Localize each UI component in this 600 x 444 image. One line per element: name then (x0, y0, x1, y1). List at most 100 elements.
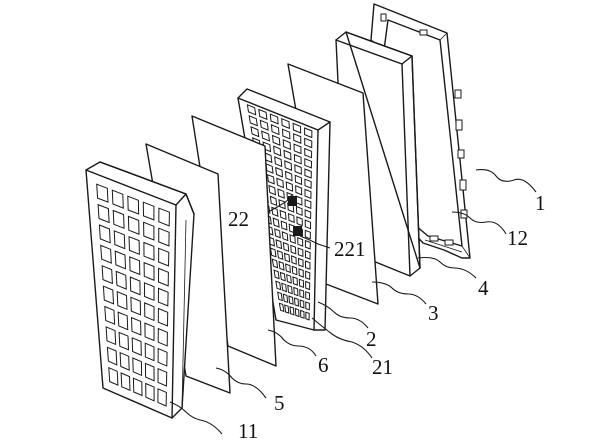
plate-grid-cell (246, 104, 257, 116)
plate-grid-cell (284, 160, 293, 171)
plate-grid-cell (305, 291, 311, 301)
plate-grid-cell (288, 295, 294, 305)
plate-grid-cell (292, 122, 302, 134)
plate-grid-cell (293, 297, 300, 307)
plate-grid-cell (304, 127, 313, 139)
front-grid-cell (131, 337, 142, 356)
plate-grid-cell (290, 255, 297, 265)
plate-grid-cell (282, 293, 289, 304)
label-3: 3 (428, 301, 439, 325)
plate-grid-cell (269, 113, 279, 125)
front-grid-cell (120, 372, 131, 392)
front-grid-cell (96, 183, 109, 203)
plate-grid-cell (285, 181, 294, 192)
front-grid-cell (144, 362, 155, 382)
front-grid-cell (157, 287, 169, 307)
label-6: 6 (318, 353, 329, 377)
front-grid-cell (132, 377, 143, 397)
front-grid-cell (142, 201, 155, 221)
label-5: 5 (274, 391, 285, 415)
front-grid-cell (100, 244, 112, 264)
front-grid-cell (114, 250, 127, 270)
plate-grid-cell (278, 302, 285, 313)
plate-grid-cell (281, 128, 291, 140)
plate-grid-cell (281, 231, 289, 242)
plate-grid-cell (287, 212, 295, 224)
plate-grid-cell (294, 174, 303, 186)
plate-grid-cell (292, 276, 298, 286)
front-grid-cell (117, 311, 129, 331)
plate-grid-cell (304, 250, 311, 260)
front-grid-cell (130, 296, 142, 316)
front-grid-cell (108, 366, 119, 386)
plate-grid-cell (261, 130, 270, 142)
plate-grid-cell (269, 247, 277, 258)
front-grid-cell (157, 307, 169, 327)
plate-grid-cell (279, 271, 286, 282)
plate-grid-cell (300, 309, 305, 319)
plate-grid-cell (293, 153, 302, 165)
plate-grid-cell (305, 280, 311, 291)
plate-grid-cell (305, 311, 310, 321)
plate-grid-cell (295, 184, 303, 196)
plate-grid-cell (304, 229, 311, 240)
plate-grid-cell (293, 286, 299, 297)
plate-grid-cell (304, 209, 312, 220)
plate-grid-cell (282, 241, 290, 252)
label-1: 1 (535, 191, 546, 215)
front-grid-cell (105, 326, 117, 346)
plate-grid-cell (271, 258, 279, 269)
front-grid-cell (144, 322, 155, 342)
plate-grid-cell (280, 220, 288, 231)
plate-grid-cell (275, 280, 282, 291)
plate-grid-cell (278, 260, 285, 271)
plate-grid-cell (304, 147, 313, 159)
plate-grid-cell (277, 291, 283, 302)
front-grid-cell (116, 290, 128, 311)
label-21: 21 (372, 355, 393, 379)
plate-grid-cell (284, 304, 290, 314)
plate-grid-cell (276, 249, 284, 261)
plate-grid-cell (270, 124, 280, 136)
plate-grid-cell (274, 228, 281, 239)
label-22: 22 (228, 207, 249, 231)
plate-grid-cell (271, 134, 281, 146)
plate-grid-cell (299, 288, 305, 299)
label-4: 4 (478, 276, 489, 300)
front-grid-cell (157, 327, 168, 347)
plate-grid-cell (289, 234, 296, 245)
plate-grid-cell (296, 216, 303, 227)
front-grid-cell (144, 342, 155, 362)
plate-grid-cell (304, 157, 313, 169)
plate-grid-cell (287, 284, 293, 295)
plate-grid-cell (304, 188, 312, 200)
front-grid-cell (158, 227, 170, 247)
plate-grid-cell (299, 299, 305, 309)
front-grid-cell (157, 347, 168, 367)
plate-grid-cell (282, 139, 291, 151)
plate-grid-cell (304, 137, 313, 149)
plate-grid-cell (273, 269, 280, 280)
plate-grid-cell (283, 149, 292, 161)
front-grid-cell (157, 388, 167, 407)
plate-grid-cell (304, 239, 311, 250)
plate-grid-cell (295, 205, 303, 217)
front-grid-cell (130, 316, 142, 336)
front-grid-cell (157, 367, 168, 387)
front-grid-panel (85, 161, 195, 419)
plate-grid-cell (281, 117, 290, 130)
front-grid-cell (132, 357, 143, 377)
front-grid-cell (143, 282, 155, 302)
front-grid-cell (144, 302, 155, 322)
front-grid-cell (128, 235, 140, 256)
front-grid-cell (111, 189, 124, 209)
front-grid-cell (145, 382, 155, 402)
plate-grid-cell (258, 108, 268, 121)
plate-grid-cell (275, 166, 284, 178)
plate-grid-cell (298, 278, 305, 289)
plate-grid-cell (283, 252, 291, 263)
front-grid-cell (143, 261, 155, 281)
front-grid-cell (143, 241, 155, 261)
plate-grid-cell (273, 145, 282, 157)
